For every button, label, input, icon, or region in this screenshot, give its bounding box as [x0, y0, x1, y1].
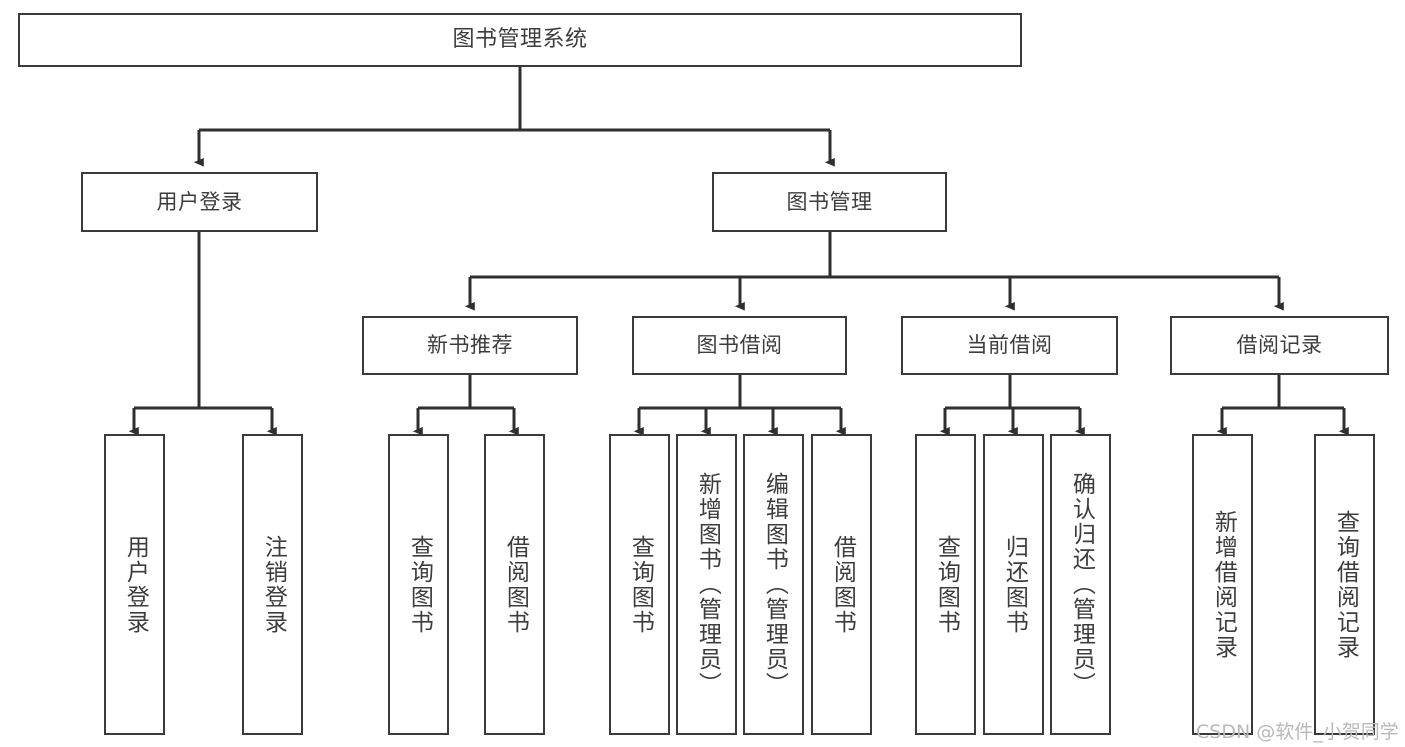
node-leaf-add-record[interactable]: 新增借阅记录	[1192, 434, 1253, 735]
node-leaf-borrow-book-2-label: 借阅图书	[829, 534, 856, 635]
node-leaf-query-book-2-label: 查询图书	[627, 534, 654, 635]
node-borrow-record[interactable]: 借阅记录	[1170, 316, 1389, 375]
node-leaf-confirm-return[interactable]: 确认归还（管理员）	[1050, 434, 1111, 735]
node-leaf-confirm-return-label: 确认归还（管理员）	[1068, 472, 1095, 697]
watermark-text: CSDN @软件_小贺同学	[1196, 721, 1399, 743]
node-leaf-query-record-label: 查询借阅记录	[1332, 509, 1359, 660]
node-leaf-user-login[interactable]: 用户登录	[104, 434, 165, 735]
node-leaf-borrow-book-2[interactable]: 借阅图书	[811, 434, 872, 735]
node-leaf-query-book-1-label: 查询图书	[406, 534, 433, 635]
node-leaf-user-logout[interactable]: 注销登录	[242, 434, 303, 735]
node-leaf-query-book-3[interactable]: 查询图书	[915, 434, 976, 735]
node-new-book-recommend[interactable]: 新书推荐	[362, 316, 578, 375]
node-leaf-add-book-label: 新增图书（管理员）	[694, 472, 721, 697]
node-leaf-borrow-book-1[interactable]: 借阅图书	[484, 434, 545, 735]
node-book-manage-label: 图书管理	[786, 189, 873, 214]
node-leaf-add-record-label: 新增借阅记录	[1210, 509, 1237, 660]
node-root[interactable]: 图书管理系统	[18, 13, 1022, 67]
node-leaf-edit-book-label: 编辑图书（管理员）	[761, 472, 788, 697]
node-leaf-edit-book[interactable]: 编辑图书（管理员）	[743, 434, 804, 735]
node-leaf-user-login-label: 用户登录	[122, 534, 149, 635]
node-leaf-return-book[interactable]: 归还图书	[983, 434, 1044, 735]
node-user-login-label: 用户登录	[156, 189, 243, 214]
node-leaf-query-book-2[interactable]: 查询图书	[609, 434, 670, 735]
node-book-borrow[interactable]: 图书借阅	[632, 316, 847, 375]
node-borrow-record-label: 借阅记录	[1236, 333, 1323, 358]
node-new-book-recommend-label: 新书推荐	[427, 333, 513, 358]
node-leaf-borrow-book-1-label: 借阅图书	[502, 534, 529, 635]
node-leaf-query-book-1[interactable]: 查询图书	[388, 434, 449, 735]
node-user-login[interactable]: 用户登录	[81, 172, 318, 232]
node-root-label: 图书管理系统	[452, 27, 588, 53]
node-leaf-query-book-3-label: 查询图书	[933, 534, 960, 635]
node-leaf-add-book[interactable]: 新增图书（管理员）	[676, 434, 737, 735]
node-leaf-query-record[interactable]: 查询借阅记录	[1314, 434, 1375, 735]
node-book-borrow-label: 图书借阅	[696, 333, 783, 358]
node-leaf-return-book-label: 归还图书	[1001, 534, 1028, 635]
node-current-borrow-label: 当前借阅	[966, 333, 1053, 358]
node-book-manage[interactable]: 图书管理	[712, 172, 947, 232]
node-current-borrow[interactable]: 当前借阅	[901, 316, 1118, 375]
node-leaf-user-logout-label: 注销登录	[260, 534, 287, 635]
